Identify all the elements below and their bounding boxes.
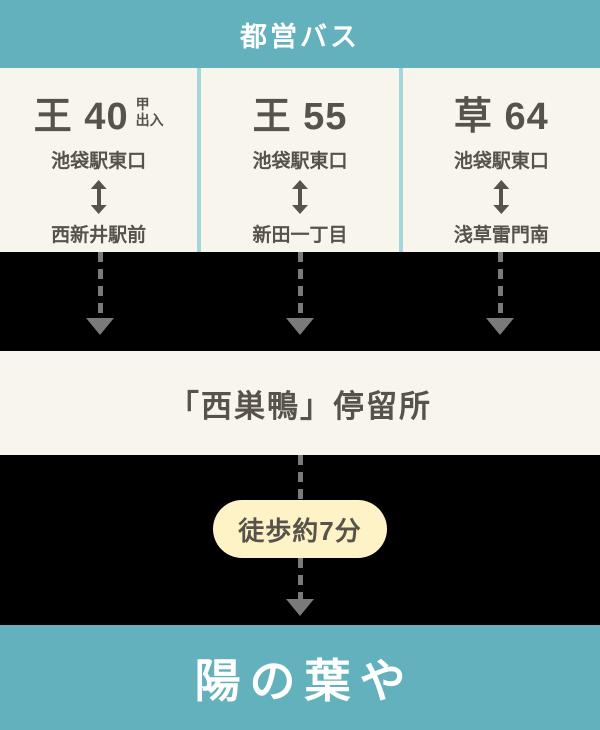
- both-ways-arrow-icon: [291, 180, 308, 214]
- route-number: 王 40: [33, 95, 129, 138]
- route-number: 草 64: [453, 95, 549, 138]
- down-arrow-dash: [297, 558, 303, 599]
- walk-band: 徒歩約7分: [0, 455, 600, 625]
- route-name-ou40: 王 40 甲 出入: [34, 86, 164, 138]
- bus-routes-section: 王 40 甲 出入 池袋駅東口 西新井駅前 王 55 池袋駅東口 新田一丁目: [0, 68, 600, 252]
- destination-footer: 陽の葉や: [0, 625, 600, 730]
- terminus-station: 浅草雷門南: [453, 225, 549, 246]
- toei-bus-title: 都営バス: [240, 21, 360, 52]
- route-column-kusa64: 草 64 池袋駅東口 浅草雷門南: [398, 68, 600, 252]
- both-ways-arrow-icon: [90, 180, 107, 214]
- terminus-station: 新田一丁目: [252, 225, 348, 246]
- down-arrow-icon: [86, 252, 114, 351]
- terminus-station: 西新井駅前: [51, 225, 147, 246]
- down-arrow-dash: [297, 455, 303, 500]
- origin-station: 池袋駅東口: [453, 151, 549, 172]
- route-column-ou55: 王 55 池袋駅東口 新田一丁目: [197, 68, 398, 252]
- route-badge: 甲 出入: [136, 96, 164, 128]
- walk-time-pill: 徒歩約7分: [213, 500, 387, 558]
- bus-stop-label: 「西巣鴨」停留所: [168, 388, 432, 424]
- route-column-ou40: 王 40 甲 出入 池袋駅東口 西新井駅前: [0, 68, 197, 252]
- bus-stop-section: 「西巣鴨」停留所: [0, 351, 600, 455]
- route-badge-bottom: 出入: [135, 112, 164, 128]
- route-name-kusa64: 草 64: [454, 86, 549, 138]
- down-arrow-icon: [286, 599, 314, 616]
- down-arrow-icon: [286, 252, 314, 351]
- toei-bus-header: 都営バス: [0, 0, 600, 68]
- down-arrow-icon: [486, 252, 514, 351]
- origin-station: 池袋駅東口: [252, 151, 348, 172]
- route-number: 王 55: [252, 95, 348, 138]
- both-ways-arrow-icon: [493, 180, 510, 214]
- route-badge-top: 甲: [135, 95, 150, 112]
- walk-time-label: 徒歩約7分: [238, 515, 362, 546]
- route-arrows-band: [0, 252, 600, 351]
- route-name-ou55: 王 55: [253, 86, 348, 138]
- origin-station: 池袋駅東口: [51, 151, 147, 172]
- destination-name: 陽の葉や: [194, 654, 415, 707]
